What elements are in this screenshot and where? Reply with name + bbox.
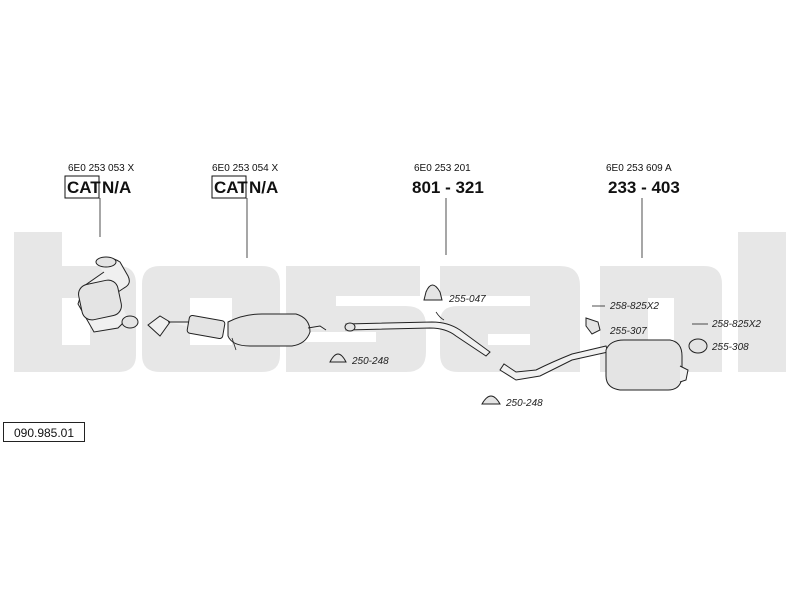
pipe-clamp-icon [329, 353, 347, 363]
part-3-oem-number: 6E0 253 201 [414, 163, 471, 174]
part-4-code: 233 - 403 [608, 178, 680, 197]
diagram-id: 090.985.01 [3, 422, 85, 442]
catalytic-converter-2 [147, 313, 327, 351]
part-3-code: 801 - 321 [412, 178, 484, 197]
pipe-clamp-icon [481, 395, 501, 405]
part-1-code: N/A [102, 178, 131, 197]
clamp-icon [423, 284, 443, 301]
part-2-cat-label: CAT [214, 178, 248, 197]
accessory-label-1: 255-047 [448, 294, 486, 305]
mounting-bracket-icon [585, 317, 601, 335]
part-1-oem-number: 6E0 253 053 X [68, 163, 134, 174]
accessory-label-6: 250-248 [351, 356, 389, 367]
middle-pipe-3 [344, 311, 491, 357]
part-1-cat-label: CAT [67, 178, 101, 197]
accessory-label-3: 255-307 [609, 326, 647, 337]
part-1-cat-box [64, 175, 100, 199]
accessory-label-4: 258-825X2 [711, 319, 761, 330]
accessory-label-2: 258-825X2 [609, 301, 659, 312]
part-2-cat-box [211, 175, 247, 199]
accessory-label-7: 250-248 [505, 398, 543, 409]
front-pipe-catalyst-1 [77, 256, 139, 333]
accessory-label-5: 255-308 [711, 342, 749, 353]
part-2-oem-number: 6E0 253 054 X [212, 163, 278, 174]
rubber-mount-icon [688, 338, 708, 354]
part-4-oem-number: 6E0 253 609 A [606, 163, 672, 174]
part-2-code: N/A [249, 178, 278, 197]
rear-silencer-4 [499, 339, 689, 391]
